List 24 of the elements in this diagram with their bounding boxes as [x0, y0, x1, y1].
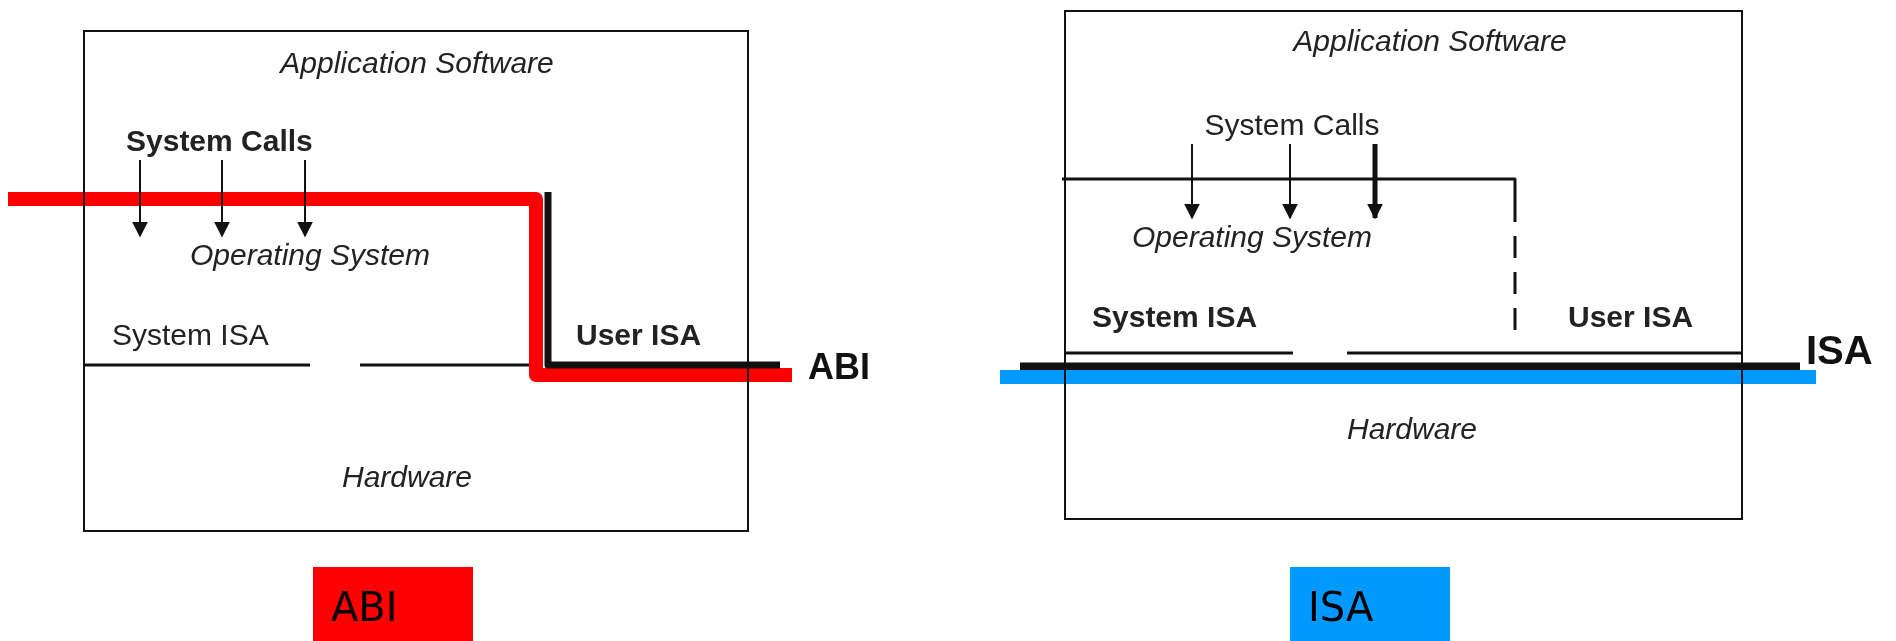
layer-label: System ISA [112, 318, 269, 351]
layer-label: Hardware [1346, 412, 1478, 445]
legend-label: ISA [1308, 587, 1374, 627]
layer-label: Operating System [189, 238, 431, 271]
arrow [1367, 144, 1383, 220]
layer-label: Application Software [280, 46, 554, 79]
layer-box [1064, 10, 1743, 520]
layer-box [83, 30, 749, 532]
layer-label: System Calls [1204, 108, 1380, 141]
layer-label: Application Software [1293, 24, 1567, 57]
layer-label: User ISA [576, 318, 702, 351]
layer-label: Hardware [341, 460, 473, 493]
arrow [214, 159, 230, 238]
layer-label: System Calls [126, 124, 313, 157]
layer-label: User ISA [1568, 300, 1694, 333]
arrow [132, 159, 148, 238]
boundary-label: ISA [1806, 330, 1873, 370]
arrow [1282, 143, 1298, 220]
arrow [297, 159, 313, 238]
legend-label: ABI [331, 587, 398, 627]
boundary-label: ABI [808, 349, 870, 385]
layer-label: System ISA [1092, 300, 1258, 333]
layer-label: Operating System [1131, 220, 1373, 253]
arrow [1184, 143, 1200, 220]
